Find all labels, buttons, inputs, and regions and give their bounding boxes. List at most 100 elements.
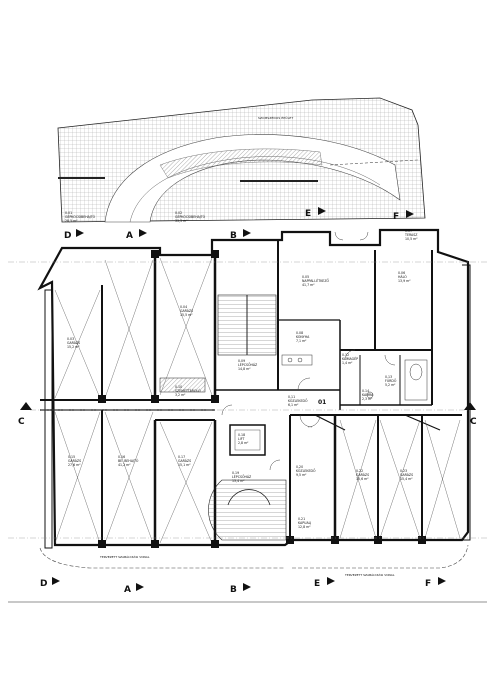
- room-area: 10,5 m²: [405, 237, 418, 241]
- room-name: KAPUALJ: [298, 521, 311, 525]
- room-code: 0.09: [238, 359, 245, 363]
- room-area: 14,8 m²: [238, 367, 251, 371]
- room-name: GARÁZS: [356, 472, 369, 477]
- axis-label-bottom-f: F: [425, 579, 431, 589]
- axis-arrow-icon: [318, 207, 326, 215]
- door-swings: [221, 231, 396, 471]
- room-name: GARÁZS: [400, 472, 413, 477]
- room-code: 0.16: [118, 455, 125, 459]
- columns: [98, 250, 426, 548]
- room-area: 15,4 m²: [400, 477, 413, 481]
- room-label: 0.18 LIFT 2,8 m²: [238, 433, 249, 445]
- room-name: KÖZLEKEDŐ: [288, 398, 308, 403]
- room-area: 15,6 m²: [356, 477, 369, 481]
- room-name: KÖZLEKEDŐ: [296, 468, 316, 473]
- room-name: KONYHA: [296, 335, 310, 339]
- room-area: 9,5 m²: [296, 473, 307, 477]
- waste-bins: [159, 377, 206, 393]
- axis-marker-bottom-a: A: [124, 583, 144, 595]
- room-code: 0.01: [65, 211, 72, 215]
- room-name: GÉPKOCSIBEHAJTÓ: [175, 214, 206, 219]
- room-label: 0.23 GARÁZS 15,4 m²: [400, 469, 413, 481]
- regulation-line-caption-right: TERVEZETT SZABÁLYZÁSI VONAL: [344, 572, 395, 577]
- axis-marker-bottom-f: F: [425, 577, 446, 589]
- room-label: 0.02 GÉPKOCSIBEHAJTÓ 33,3 m²: [175, 211, 206, 223]
- section-label-right: C: [470, 417, 477, 427]
- axis-label-top-e: E: [305, 209, 311, 219]
- room-name: SZEMÉTTÁROLÓ: [175, 388, 201, 393]
- room-label: 0.19 LÉPCSŐHÁZ 13,4 m²: [232, 471, 252, 483]
- axis-marker-bottom-d: D: [40, 577, 60, 589]
- room-area: 3,2 m²: [175, 393, 186, 397]
- staircase-upper: [217, 294, 277, 356]
- room-name: FÜRDŐ: [385, 378, 397, 383]
- room-label: 0.03 GARÁZS 15,2 m²: [67, 337, 80, 349]
- room-code: 0.13: [385, 375, 392, 379]
- section-number: 01: [318, 399, 326, 406]
- section-arrow-icon: [464, 402, 476, 410]
- room-code: 0.15: [68, 455, 75, 459]
- axis-label-top-b: B: [230, 231, 237, 241]
- axis-markers-bottom: D A B E F: [40, 577, 446, 595]
- axis-marker-bottom-e: E: [314, 577, 335, 589]
- room-area: 33,3 m²: [175, 219, 188, 223]
- room-area: 7,1 m²: [296, 339, 307, 343]
- axis-label-bottom-b: B: [230, 585, 237, 595]
- axis-marker-bottom-b: B: [230, 583, 251, 595]
- room-code: 0.20: [296, 465, 303, 469]
- axis-grid: [8, 261, 487, 539]
- room-name: NAPPALI-ÉTKEZŐ: [302, 278, 330, 283]
- room-label: 0.22 GARÁZS 15,6 m²: [356, 469, 369, 481]
- axis-label-bottom-e: E: [314, 579, 320, 589]
- room-label: 0.12 KLÍMAGÉP 1,4 m²: [342, 353, 358, 365]
- room-label: 0.14 KAMRA 2,3 m²: [362, 389, 374, 401]
- axis-arrow-icon: [406, 210, 414, 218]
- room-label: 0.10 SZEMÉTTÁROLÓ 3,2 m²: [175, 385, 201, 397]
- room-label: 0.16 BE. BEHAJTÓ 41,2 m²: [118, 455, 139, 467]
- room-label: 0.09 LÉPCSŐHÁZ 14,8 m²: [238, 359, 258, 371]
- property-line: [39, 544, 469, 569]
- room-code: 0.17: [178, 455, 185, 459]
- room-name: LÉPCSŐHÁZ: [238, 362, 258, 367]
- axis-label-bottom-d: D: [40, 579, 47, 589]
- axis-label-bottom-a: A: [124, 585, 131, 595]
- room-label: 0.05 NAPPALI-ÉTKEZŐ 41,7 m²: [302, 275, 330, 287]
- axis-marker-top-f: F: [393, 210, 414, 222]
- axis-label-top-a: A: [126, 231, 133, 241]
- room-code: 0.22: [356, 469, 363, 473]
- room-code: 0.19: [232, 471, 239, 475]
- room-area: 41,7 m²: [302, 283, 315, 287]
- room-area: 13,4 m²: [232, 479, 245, 483]
- section-label-left: C: [18, 417, 25, 427]
- room-code: 0.04: [180, 305, 187, 309]
- room-code: 0.21: [298, 517, 305, 521]
- room-area: 28,5 m²: [65, 219, 78, 223]
- room-code: 0.05: [302, 275, 309, 279]
- room-name: BE. BEHAJTÓ: [118, 458, 139, 463]
- room-code: 0.08: [296, 331, 303, 335]
- room-name: GARÁZS: [68, 458, 81, 463]
- room-label: 0.01 GÉPKOCSIBEHAJTÓ 28,5 m²: [65, 211, 96, 223]
- bathroom-fixtures: [281, 354, 428, 401]
- parking-bay-markings: [54, 257, 461, 544]
- courtyard-paving: [57, 97, 426, 223]
- axis-marker-top-e: E: [305, 207, 326, 219]
- room-label: 0.07 TERASZ 10,5 m²: [404, 229, 418, 241]
- room-label: 0.04 GARÁZS 15,5 m²: [180, 305, 193, 317]
- axis-label-top-f: F: [393, 212, 399, 222]
- axis-arrow-icon: [243, 583, 251, 591]
- room-area: 27,6 m²: [68, 463, 81, 467]
- room-label: 0.08 KONYHA 7,1 m²: [296, 331, 310, 343]
- regulation-line-caption-left: TERVEZETT SZABÁLYZÁSI VONAL: [99, 554, 150, 559]
- room-area: 5,2 m²: [385, 383, 396, 387]
- room-code: 0.07: [405, 229, 412, 233]
- room-name: GÉPKOCSIBEHAJTÓ: [65, 214, 96, 219]
- room-name: GARÁZS: [178, 458, 191, 463]
- room-name: TERASZ: [404, 233, 418, 237]
- room-code: 0.14: [362, 389, 369, 393]
- room-code: 0.02: [175, 211, 182, 215]
- axis-label-top-d: D: [64, 231, 71, 241]
- room-label: 0.15 GARÁZS 27,6 m²: [68, 455, 81, 467]
- room-code: 0.11: [288, 395, 295, 399]
- room-name: LIFT: [238, 437, 244, 441]
